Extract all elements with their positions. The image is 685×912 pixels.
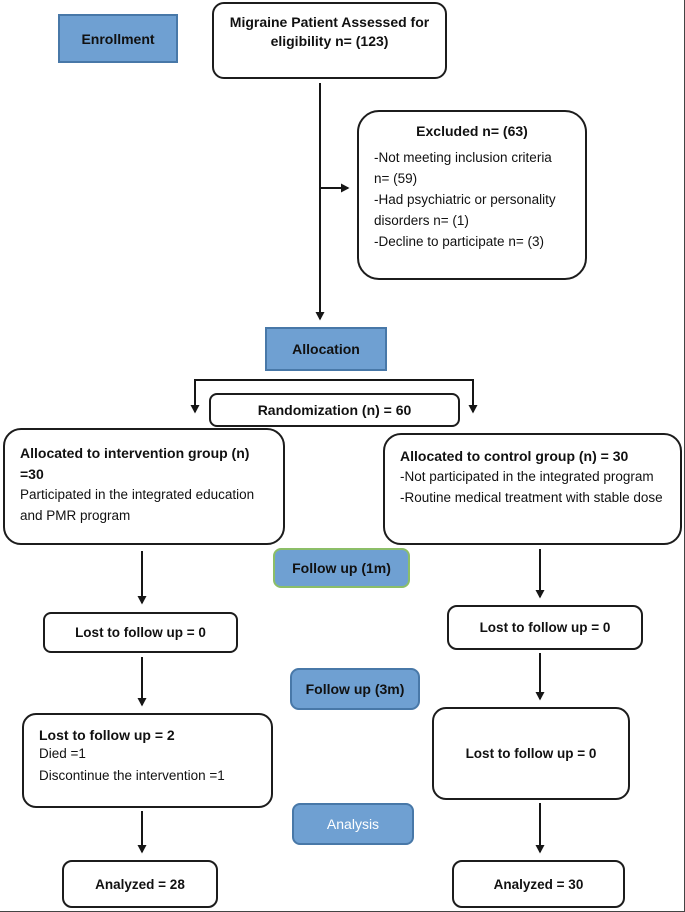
excluded-title: Excluded n= (63) xyxy=(416,123,528,139)
intervention-group-box: Allocated to intervention group (n) =30 … xyxy=(3,428,285,545)
lost-3m-intervention-detail: Died =1 xyxy=(39,746,86,761)
lost-3m-intervention-title: Lost to follow up = 2 xyxy=(39,727,175,743)
lost-3m-control-box: Lost to follow up = 0 xyxy=(432,707,630,800)
lost-3m-intervention-detail: Discontinue the intervention =1 xyxy=(39,767,225,783)
eligibility-box: Migraine Patient Assessed for eligibilit… xyxy=(212,2,447,79)
lost-1m-intervention-box: Lost to follow up = 0 xyxy=(43,612,238,653)
intervention-group-title: Allocated to intervention group (n) =30 xyxy=(20,445,250,482)
control-group-title: Allocated to control group (n) = 30 xyxy=(400,448,629,464)
randomization-box: Randomization (n) = 60 xyxy=(209,393,460,427)
lost-1m-control-box: Lost to follow up = 0 xyxy=(447,605,643,650)
analyzed-intervention-box: Analyzed = 28 xyxy=(62,860,218,908)
analysis-stage-label: Analysis xyxy=(292,803,414,845)
excluded-item: -Not meeting inclusion criteria n= (59) xyxy=(374,150,552,186)
excluded-box: Excluded n= (63) -Not meeting inclusion … xyxy=(357,110,587,280)
excluded-item: -Decline to participate n= (3) xyxy=(374,233,544,249)
followup-3m-stage-label: Follow up (3m) xyxy=(290,668,420,710)
control-group-detail: -Not participated in the integrated prog… xyxy=(400,469,654,484)
enrollment-stage-label: Enrollment xyxy=(58,14,178,63)
control-group-detail: -Routine medical treatment with stable d… xyxy=(400,489,663,505)
intervention-group-detail: Participated in the integrated education… xyxy=(20,487,255,523)
excluded-item: -Had psychiatric or personality disorder… xyxy=(374,191,556,228)
followup-1m-stage-label: Follow up (1m) xyxy=(273,548,410,588)
lost-3m-intervention-box: Lost to follow up = 2 Died =1 Discontinu… xyxy=(22,713,273,808)
analyzed-control-box: Analyzed = 30 xyxy=(452,860,625,908)
control-group-box: Allocated to control group (n) = 30 -Not… xyxy=(383,433,682,545)
allocation-stage-label: Allocation xyxy=(265,327,387,371)
